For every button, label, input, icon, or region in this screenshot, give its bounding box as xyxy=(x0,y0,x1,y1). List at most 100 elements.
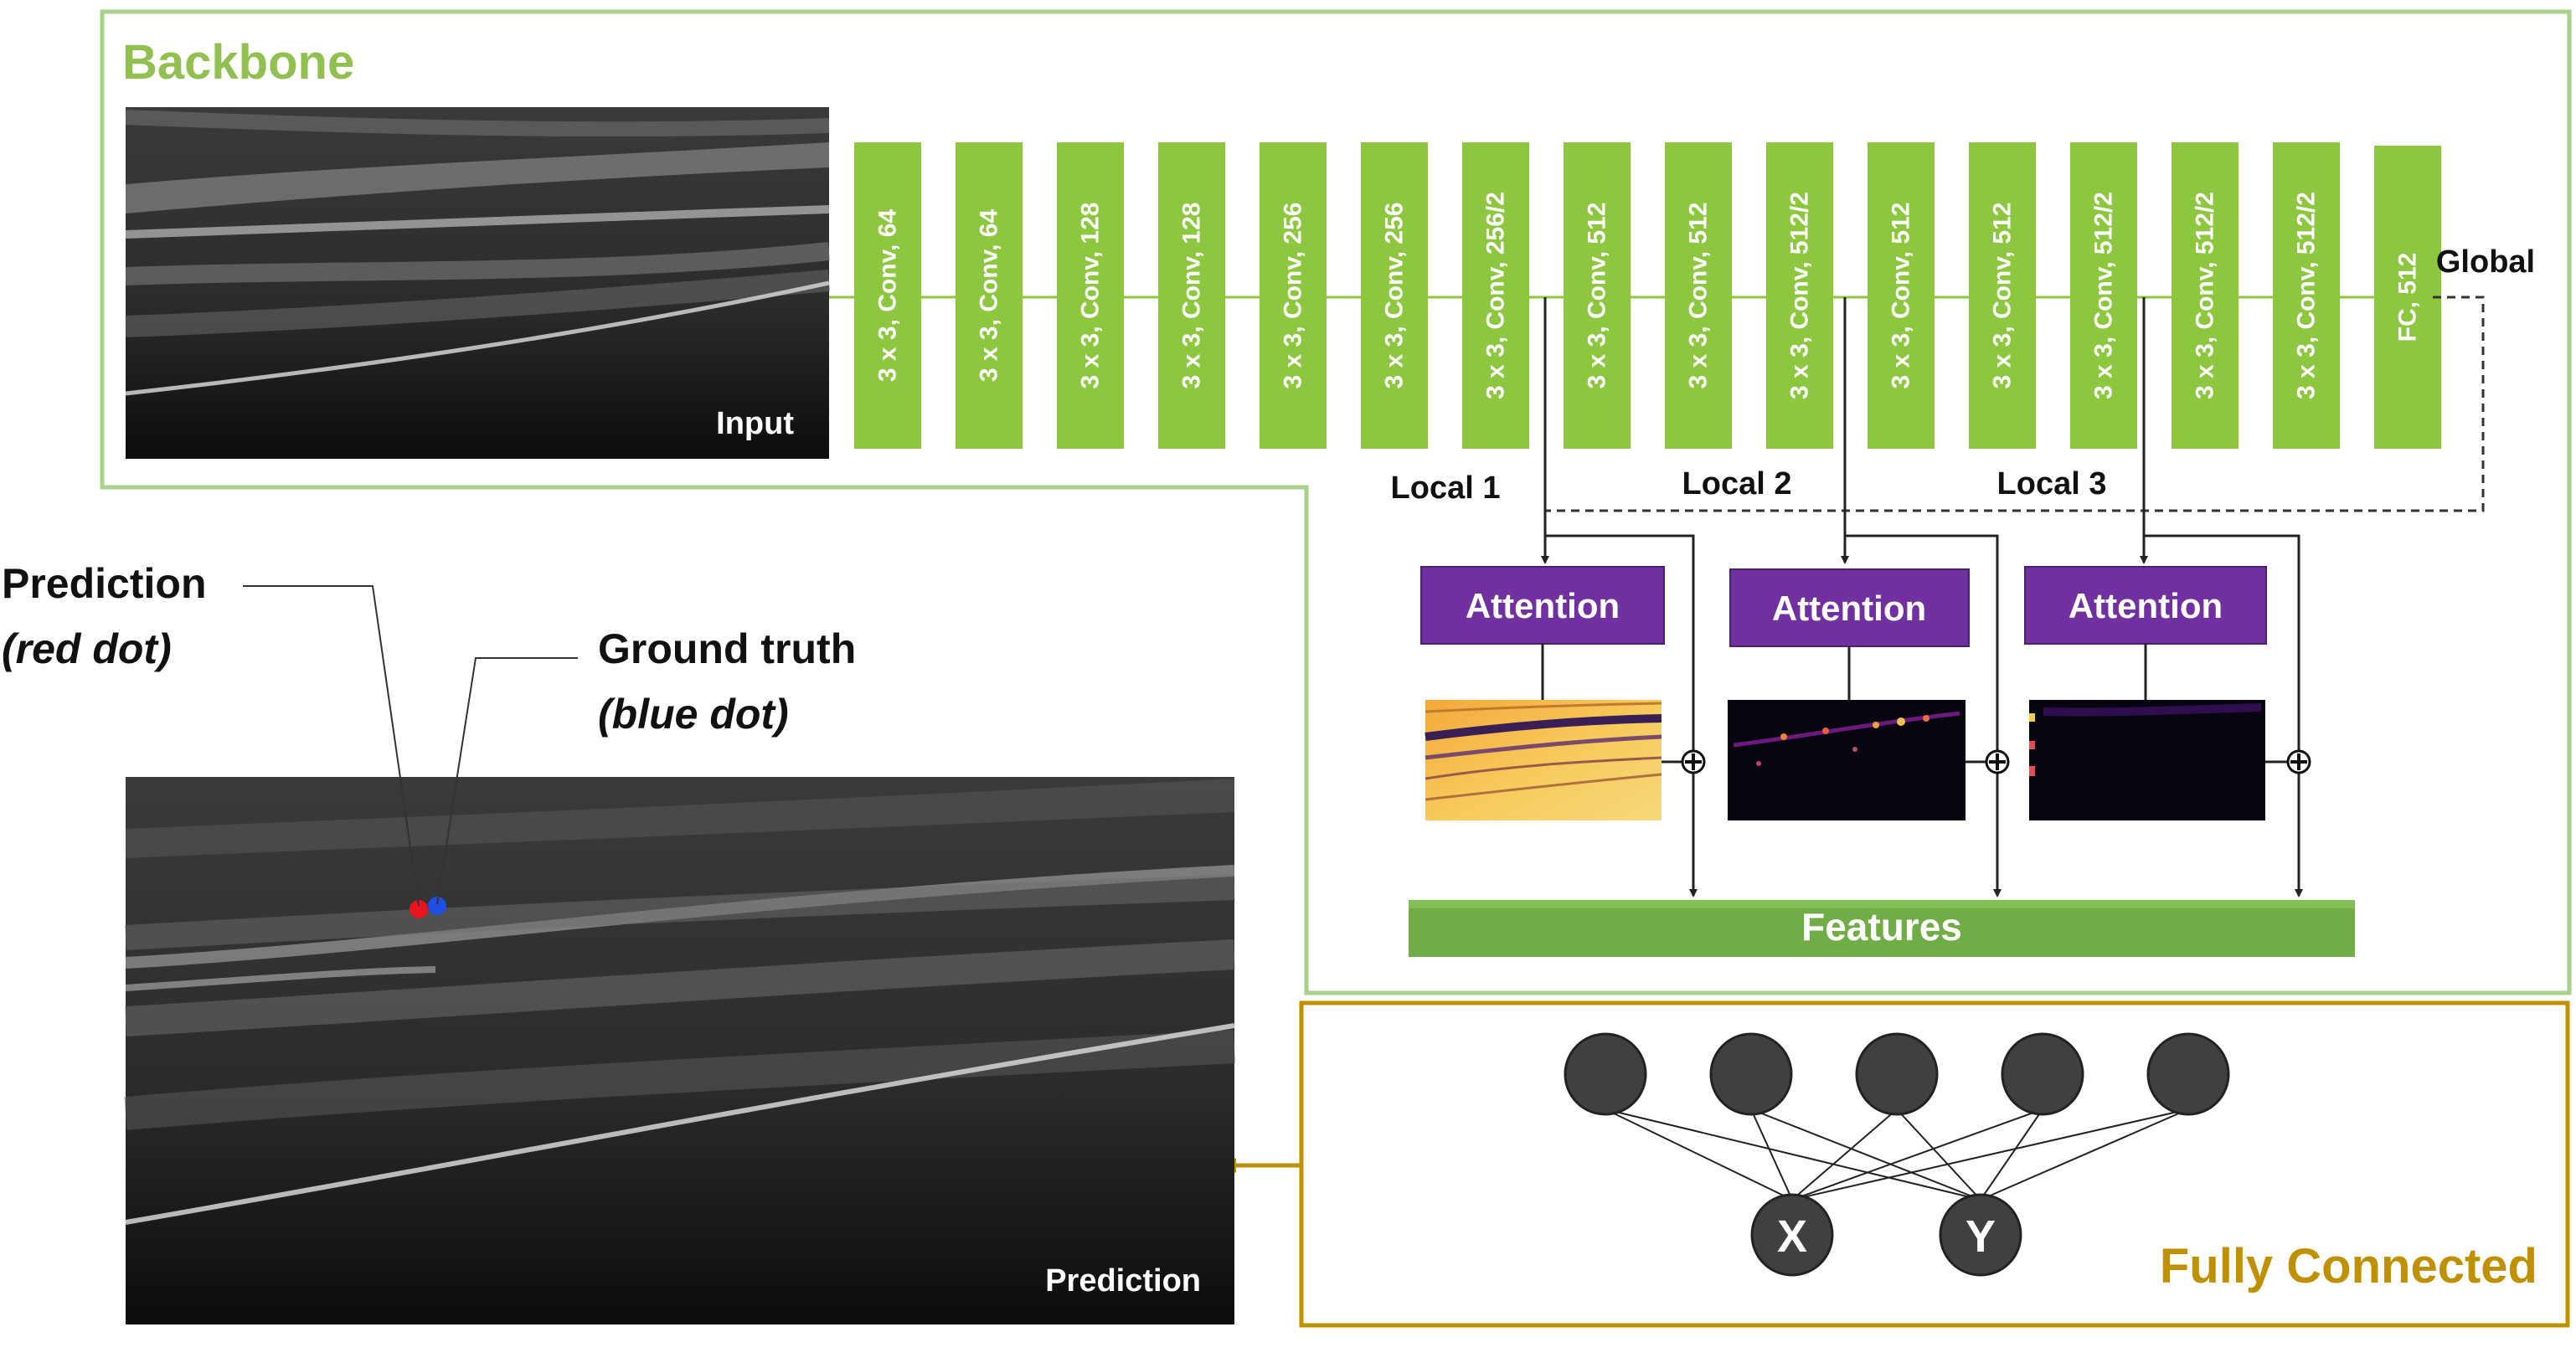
layer-rect-12 xyxy=(1969,142,2036,449)
sum-node-1 xyxy=(1681,749,1706,774)
layer-label-12: 3 x 3, Conv, 512 xyxy=(1989,203,2017,389)
heatmap-2 xyxy=(1728,700,1965,820)
layer-rect-4 xyxy=(1158,142,1225,449)
backbone-frame xyxy=(100,9,2572,995)
attention-block-2: Attention xyxy=(1729,568,1970,647)
layer-label-7: 3 x 3, Conv, 256/2 xyxy=(1482,192,1510,399)
attention-label-1: Attention xyxy=(1466,586,1620,625)
layer-rect-16 xyxy=(2374,146,2441,449)
features-label: Features xyxy=(1801,905,1962,949)
layer-rect-14 xyxy=(2172,142,2239,449)
layer-label-2: 3 x 3, Conv, 64 xyxy=(976,209,1003,383)
prediction-image: Prediction xyxy=(124,777,1236,1324)
layer-block-9: 3 x 3, Conv, 512 xyxy=(1665,142,1732,449)
sum-node-2 xyxy=(1985,749,2010,774)
local-label-3: Local 3 xyxy=(1997,466,2107,501)
layer-block-7: 3 x 3, Conv, 256/2 xyxy=(1462,142,1529,449)
layer-block-13: 3 x 3, Conv, 512/2 xyxy=(2070,142,2137,449)
ground-truth-callout-subtitle: (blue dot) xyxy=(598,691,789,738)
layer-rect-3 xyxy=(1057,142,1124,449)
ground-truth-leader xyxy=(436,657,578,905)
fc-output-label-1: X xyxy=(1777,1211,1807,1262)
layer-rect-5 xyxy=(1260,142,1327,449)
layer-label-3: 3 x 3, Conv, 128 xyxy=(1077,203,1105,389)
attention-label-2: Attention xyxy=(1772,589,1926,628)
layer-block-1: 3 x 3, Conv, 64 xyxy=(854,142,921,449)
fc-edge-3-2 xyxy=(1896,1108,1981,1201)
prediction-dot xyxy=(410,900,428,918)
layer-label-16: FC, 512 xyxy=(2394,253,2422,342)
layer-rect-11 xyxy=(1868,142,1935,449)
layer-block-8: 3 x 3, Conv, 512 xyxy=(1564,142,1631,449)
heatmap-1 xyxy=(1425,700,1662,820)
fc-input-node-4 xyxy=(2001,1032,2084,1116)
fc-edge-2-2 xyxy=(1750,1108,1981,1201)
layer-rect-15 xyxy=(2273,142,2340,449)
fc-input-node-3 xyxy=(1855,1032,1939,1116)
layer-block-15: 3 x 3, Conv, 512/2 xyxy=(2273,142,2340,449)
prediction-leader xyxy=(243,585,420,907)
prediction-callout-title: Prediction xyxy=(2,560,206,607)
global-tap-3 xyxy=(2144,534,2303,897)
fc-edge-5-2 xyxy=(1980,1108,2189,1201)
fc-edge-1-2 xyxy=(1605,1108,1981,1201)
layer-block-14: 3 x 3, Conv, 512/2 xyxy=(2172,142,2239,449)
fully-connected-title: Fully Connected xyxy=(2160,1239,2537,1293)
ground-truth-dot xyxy=(428,897,446,915)
layer-block-3: 3 x 3, Conv, 128 xyxy=(1057,142,1124,449)
backbone-layers: 3 x 3, Conv, 64 3 x 3, Conv, 64 3 x 3, Con… xyxy=(854,142,2441,449)
layer-label-8: 3 x 3, Conv, 512 xyxy=(1584,203,1611,389)
layer-block-2: 3 x 3, Conv, 64 xyxy=(956,142,1023,449)
layer-rect-9 xyxy=(1665,142,1732,449)
prediction-callout-subtitle: (red dot) xyxy=(2,625,172,672)
global-connection xyxy=(1545,296,2485,512)
layer-block-4: 3 x 3, Conv, 128 xyxy=(1158,142,1225,449)
layer-block-5: 3 x 3, Conv, 256 xyxy=(1260,142,1327,449)
global-tap-1 xyxy=(1545,534,1698,897)
ground-truth-callout-title: Ground truth xyxy=(598,625,856,672)
fc-edge-3-1 xyxy=(1791,1108,1898,1201)
layer-label-6: 3 x 3, Conv, 256 xyxy=(1381,203,1409,389)
layer-label-13: 3 x 3, Conv, 512/2 xyxy=(2090,192,2118,399)
global-label: Global xyxy=(2436,244,2535,280)
attention-block-1: Attention xyxy=(1420,566,1665,645)
fc-output-node-2 xyxy=(1939,1193,2022,1277)
features-bar: Features xyxy=(1409,900,2355,957)
fc-edge-1-1 xyxy=(1605,1108,1793,1201)
layer-label-15: 3 x 3, Conv, 512/2 xyxy=(2293,192,2321,399)
fc-input-node-1 xyxy=(1564,1032,1647,1116)
layer-label-5: 3 x 3, Conv, 256 xyxy=(1280,203,1307,389)
fc-edge-4-1 xyxy=(1791,1108,2043,1201)
layer-label-1: 3 x 3, Conv, 64 xyxy=(874,209,902,383)
fc-edge-5-1 xyxy=(1791,1108,2189,1201)
layer-rect-1 xyxy=(854,142,921,449)
layer-label-10: 3 x 3, Conv, 512/2 xyxy=(1786,192,1814,399)
fc-output-node-1 xyxy=(1750,1193,1834,1277)
attention-block-3: Attention xyxy=(2024,566,2267,645)
fc-input-node-2 xyxy=(1709,1032,1793,1116)
heatmap-3 xyxy=(2029,700,2265,820)
layer-rect-10 xyxy=(1766,142,1833,449)
prediction-image-label: Prediction xyxy=(1045,1263,1201,1299)
input-image: Input xyxy=(125,107,831,459)
fc-edge-4-2 xyxy=(1980,1108,2043,1201)
layer-block-16: FC, 512 xyxy=(2374,146,2441,449)
sum-node-3 xyxy=(2286,749,2311,774)
layer-rect-7 xyxy=(1462,142,1529,449)
local-label-2: Local 2 xyxy=(1682,466,1792,501)
layer-block-10: 3 x 3, Conv, 512/2 xyxy=(1766,142,1833,449)
layer-label-9: 3 x 3, Conv, 512 xyxy=(1685,203,1713,389)
local-label-1: Local 1 xyxy=(1391,471,1501,506)
layer-block-11: 3 x 3, Conv, 512 xyxy=(1868,142,1935,449)
global-tap-2 xyxy=(1845,534,2002,897)
backbone-title: Backbone xyxy=(122,35,354,90)
attention-label-3: Attention xyxy=(2069,586,2223,625)
fc-edge-2-1 xyxy=(1750,1108,1793,1201)
layer-rect-8 xyxy=(1564,142,1631,449)
layer-rect-2 xyxy=(956,142,1023,449)
layer-label-4: 3 x 3, Conv, 128 xyxy=(1178,203,1206,389)
layer-rect-13 xyxy=(2070,142,2137,449)
layer-block-6: 3 x 3, Conv, 256 xyxy=(1361,142,1428,449)
